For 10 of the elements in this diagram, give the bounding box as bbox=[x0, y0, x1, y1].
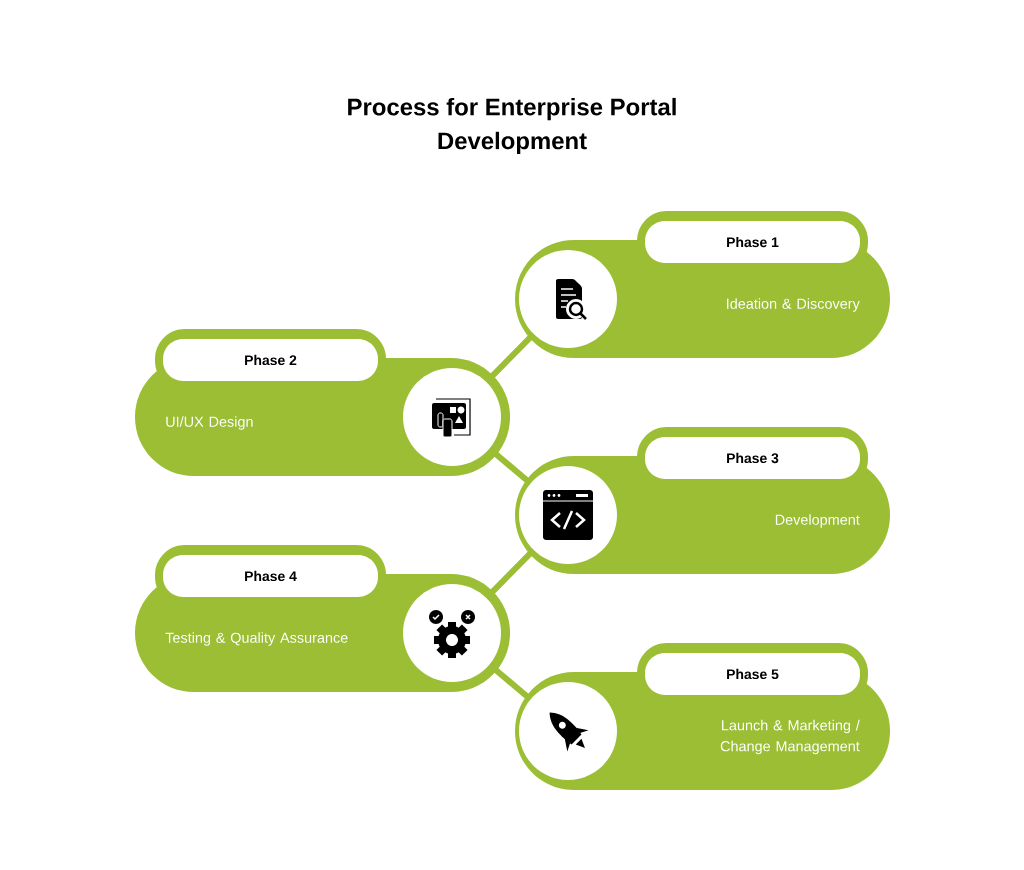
phase-card: Phase 5 Launch & Marketing / Change Management bbox=[515, 643, 890, 790]
phase-card: Phase 2 UI/UX Design bbox=[135, 329, 510, 476]
connector-line bbox=[487, 446, 533, 486]
phase-card: Phase 4 Testing & Quality Assurance bbox=[135, 545, 510, 692]
connector-line bbox=[487, 662, 533, 702]
phase-card: Phase 3 Development bbox=[515, 427, 890, 574]
connector-line bbox=[484, 547, 536, 600]
title: Process for Enterprise Portal Development bbox=[348, 97, 676, 155]
connector-line bbox=[484, 331, 536, 385]
phase-card: Phase 1 Ideation & Discovery bbox=[515, 211, 890, 358]
